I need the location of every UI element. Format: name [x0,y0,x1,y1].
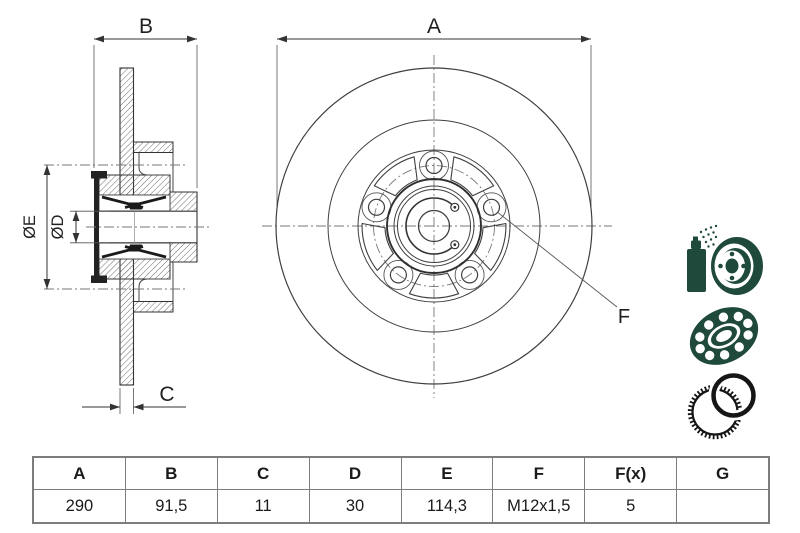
spec-header-fx: F(x) [584,457,678,490]
spec-header-b: B [124,457,218,490]
spec-value-b: 91,5 [124,489,218,523]
dim-label-diameter-d: ØD [49,215,67,240]
spec-value-d: 30 [308,489,402,523]
thread-callout-f: F [497,211,630,328]
cross-section-view [44,67,210,386]
spec-header-g: G [676,457,769,490]
dim-label-c: C [159,383,174,406]
spec-value-g [676,489,769,523]
dimension-a: A [276,15,592,208]
spec-table-value-row: 290 91,5 11 30 114,3 M12x1,5 5 [33,489,769,523]
bearing-seal-marks [101,195,167,259]
hat-windows [361,156,507,299]
spec-value-a: 290 [33,489,126,523]
dim-label-b: B [139,15,153,38]
dimension-diameter-d: ØD [49,210,110,244]
dim-label-f: F [618,306,630,328]
spec-header-e: E [400,457,494,490]
spec-table-header-row: A B C D E F F(x) G [33,457,769,490]
spray-dots [699,224,718,248]
spec-value-f: M12x1,5 [492,489,586,523]
front-view: A [262,15,630,398]
spec-value-c: 11 [216,489,310,523]
abs-ring-cap [91,171,107,283]
spec-value-e: 114,3 [400,489,494,523]
dim-label-diameter-e: ØE [21,215,39,239]
spec-value-fx: 5 [584,489,678,523]
wheel-bearing-icon [689,307,759,365]
dim-label-a: A [427,15,441,38]
spray-can-coated-disc-icon [687,224,763,295]
spec-header-c: C [216,457,310,490]
spec-table: A B C D E F F(x) G 290 91,5 11 30 114,3 … [32,456,770,524]
spec-header-d: D [308,457,402,490]
spec-header-f: F [492,457,586,490]
hub-center [386,178,482,274]
dimension-c: C [82,383,186,414]
spec-header-a: A [33,457,126,490]
dimension-diameter-e: ØE [21,165,51,289]
dimension-b: B [93,15,198,188]
abs-tone-ring-icon [687,370,759,440]
